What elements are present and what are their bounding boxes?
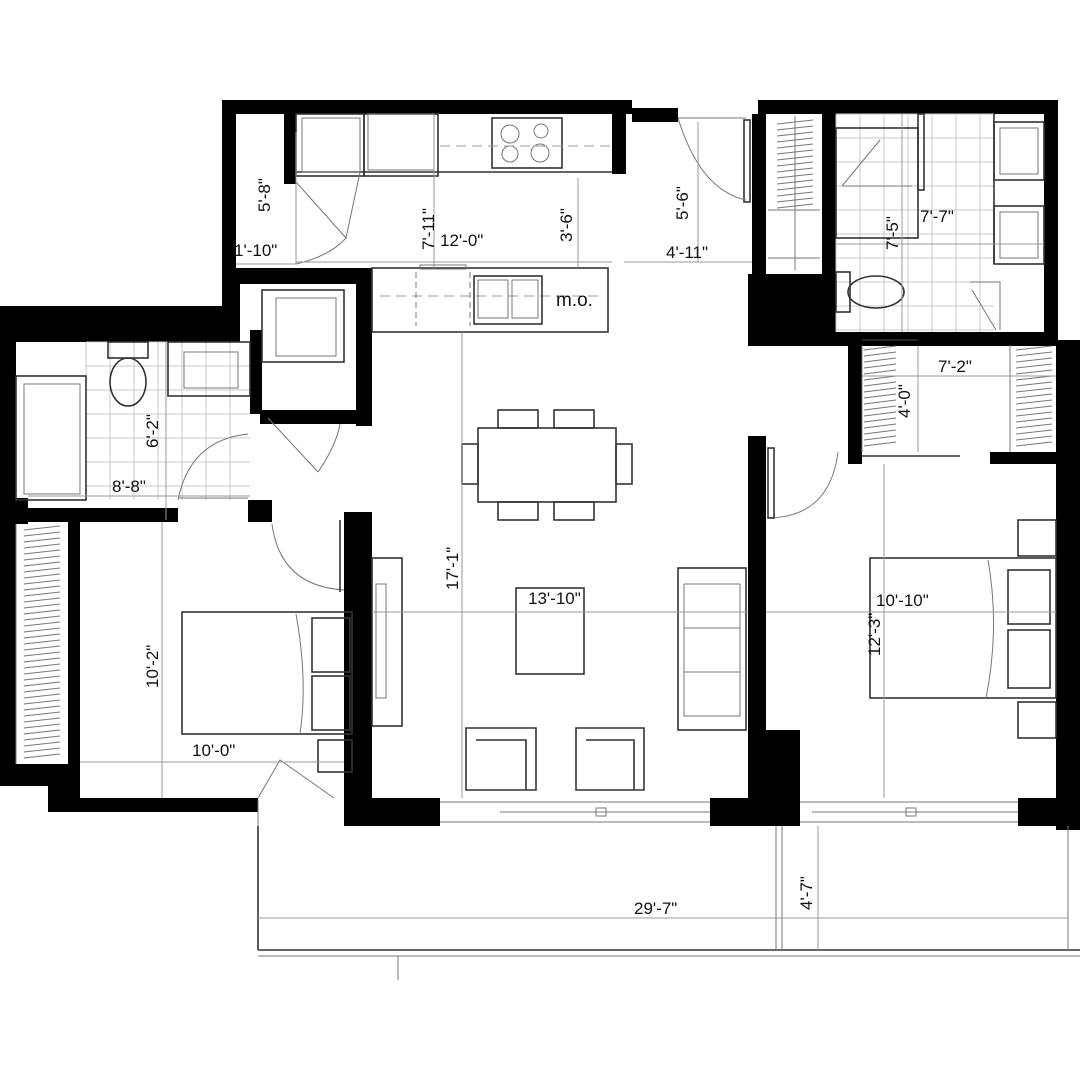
dining [461,409,633,521]
dim-balcony-depth: 4'-7" [797,876,816,910]
dim-foyer-depth: 5'-6" [673,186,692,220]
ensuite [835,113,1045,332]
dim-living-depth: 17'-1" [443,547,462,590]
living [271,520,747,791]
balcony [257,826,1080,980]
dim-closet-width: 7'-2" [938,357,972,376]
windows [257,800,1018,826]
dim-bedroom2-depth: 10'-2" [143,645,162,688]
dim-bath-width: 8'-8" [112,477,146,496]
dim-bath-depth: 6'-2" [143,414,162,448]
dim-kitchen-depth: 7'-11" [419,208,438,250]
dim-foyer-width: 4'-11" [666,243,708,262]
dim-closet-depth: 4'-0" [895,384,914,418]
dim-living-width: 13'-10" [528,589,581,608]
foyer-closet [768,116,820,270]
linen-closet [261,289,345,473]
microwave-label: m.o. [556,290,593,311]
dim-master-depth: 12'-3" [865,613,884,656]
laundry [295,113,365,265]
dim-ensuite-width: 7'-7" [920,207,954,226]
dim-laundry-width: 1'-10" [234,241,277,260]
dim-balcony-width: 29'-7" [634,899,677,918]
dim-kitchen-width: 12'-0" [440,231,483,250]
dim-laundry-depth: 5'-8" [255,178,274,212]
dim-bedroom2-width: 10'-0" [192,741,235,760]
main-bath [15,341,251,501]
bedroom-2 [15,524,353,799]
kitchen [296,113,612,333]
dim-kitchen-aisle: 3'-6" [557,208,576,242]
dim-master-width: 10'-10" [876,591,929,610]
entry-door [677,117,751,203]
walls [0,100,1080,830]
walk-in-closet [861,339,1053,457]
master-bedroom [767,447,1057,739]
dimension-lines [28,114,1068,950]
dimension-labels: 5'-8" 1'-10" 7'-11" 12'-0" 3'-6" 5'-6" 4… [112,178,972,918]
dim-ensuite-depth: 7'-5" [883,216,902,250]
